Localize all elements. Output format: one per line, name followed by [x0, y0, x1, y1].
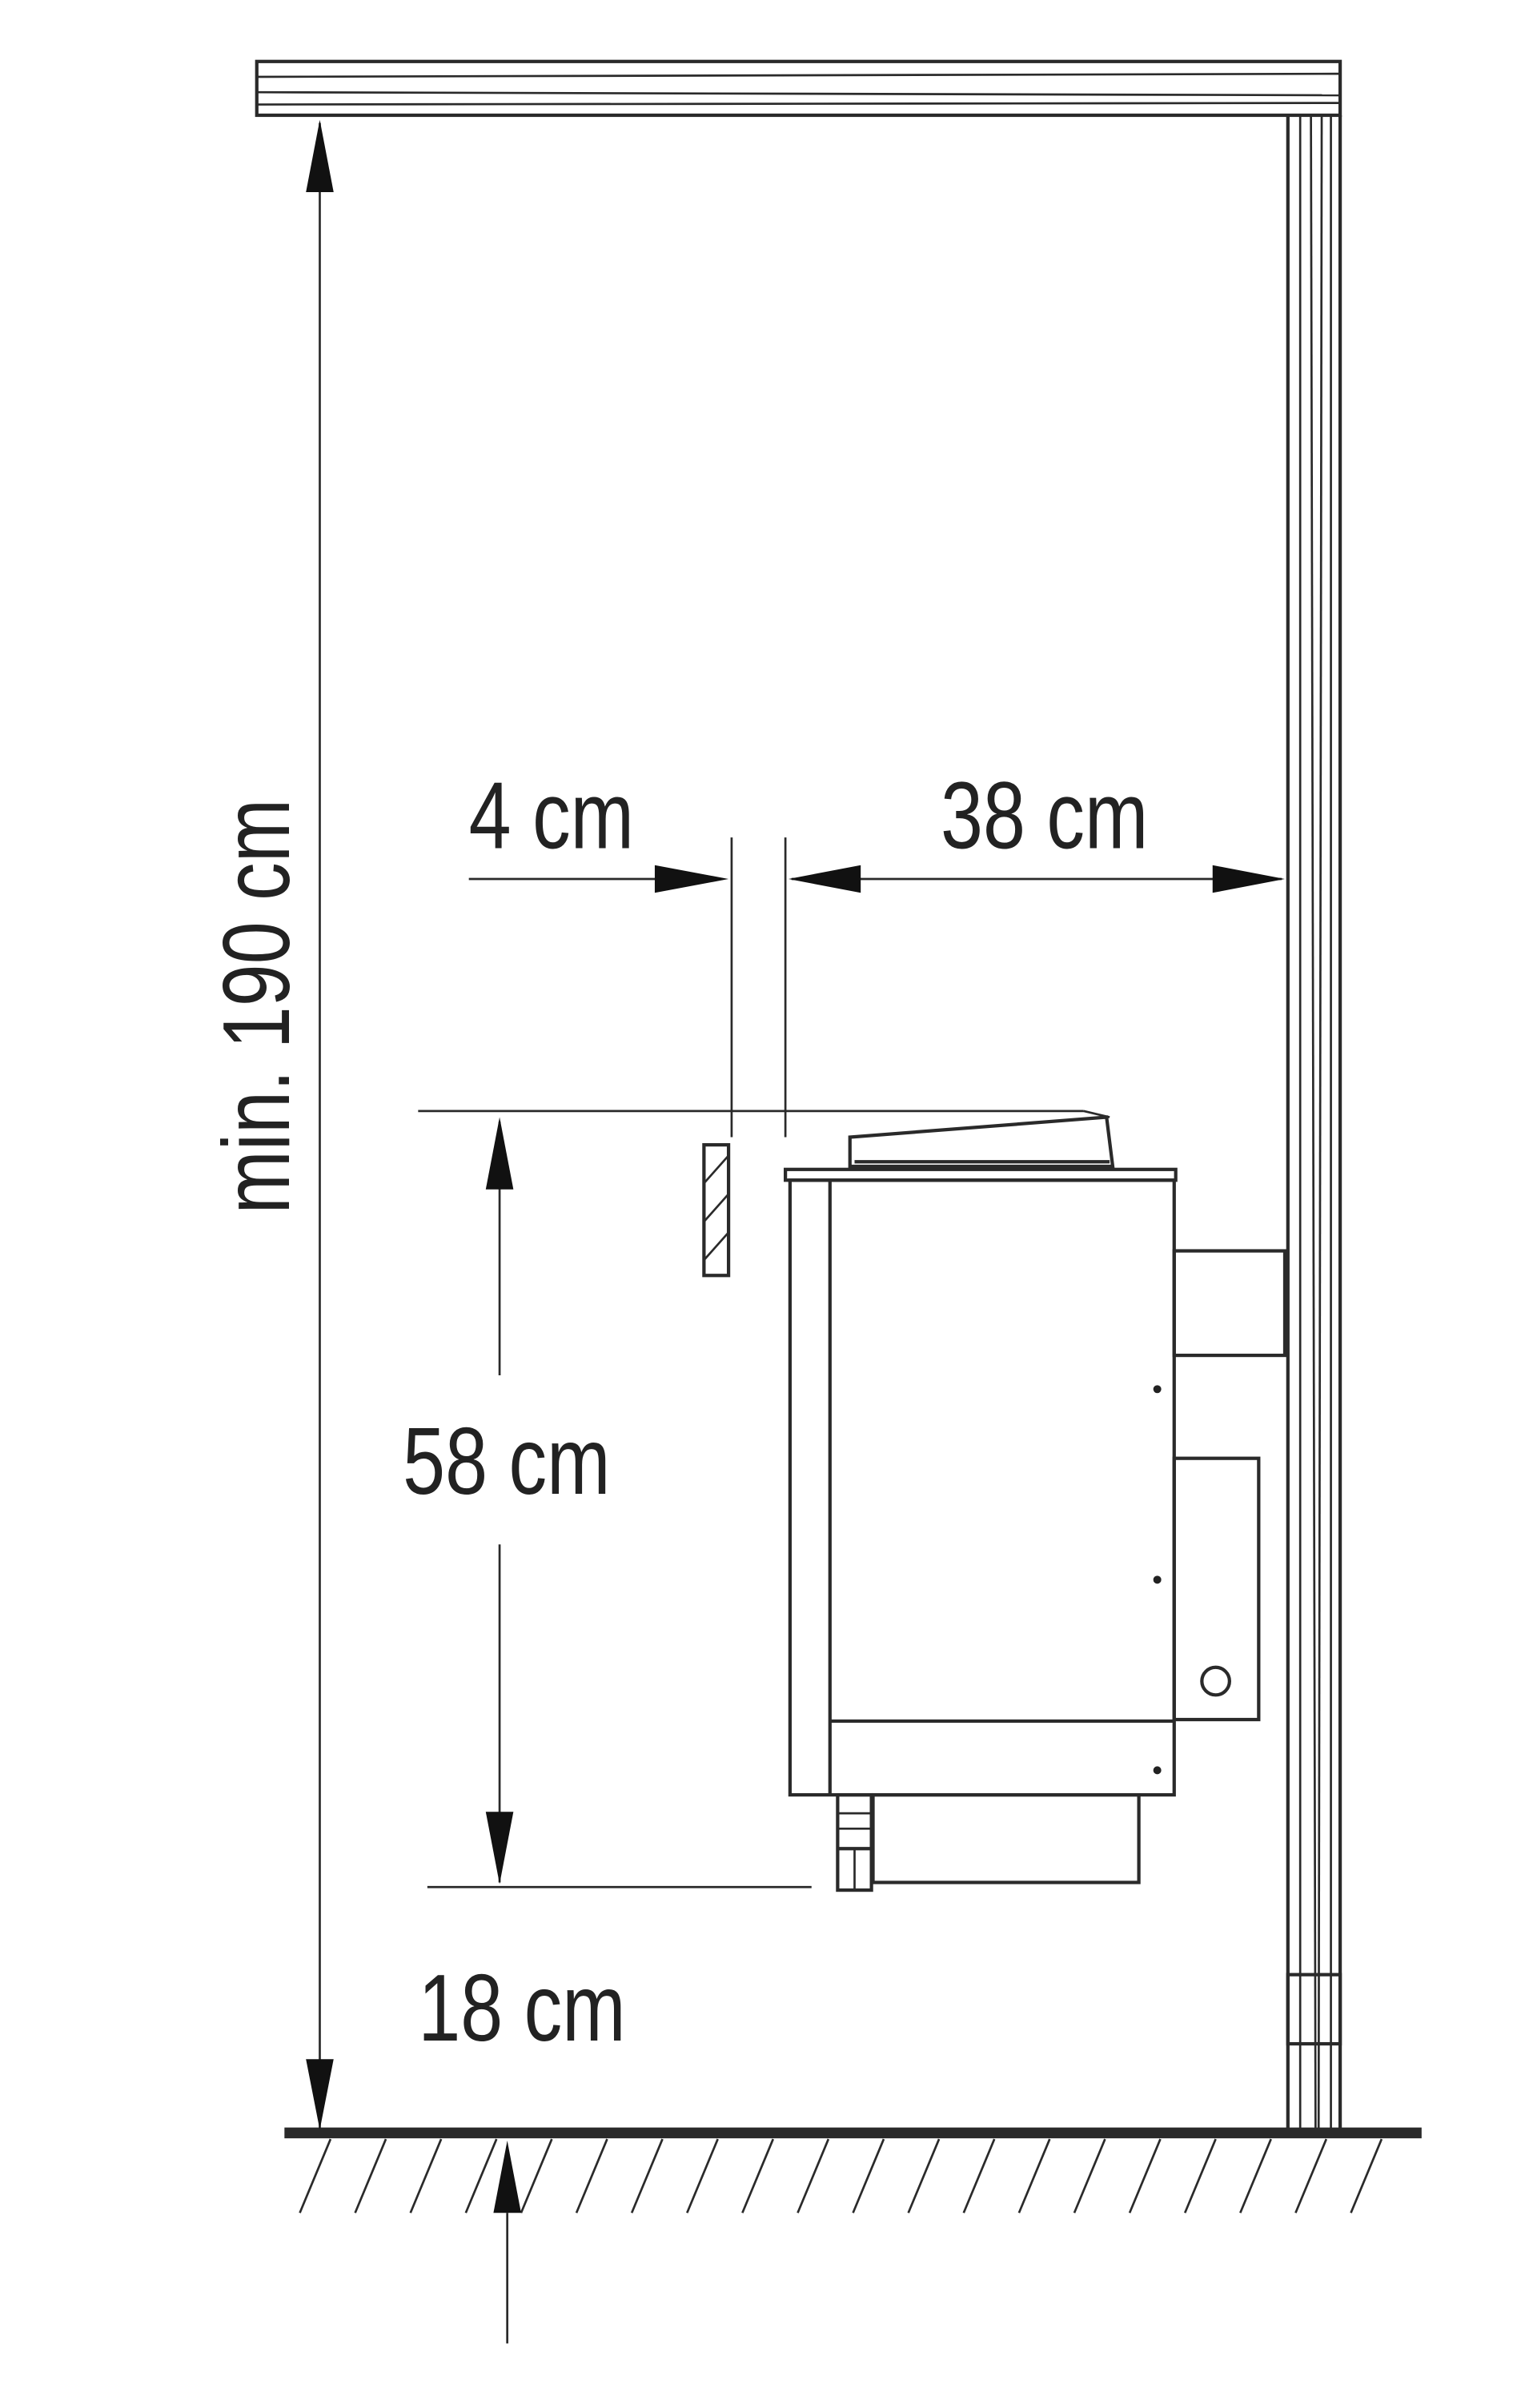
arrow-down-icon — [306, 2059, 334, 2130]
heater-base — [871, 1792, 1141, 1884]
side-clearance-label: 4 cm — [469, 761, 634, 869]
floor-hatch-line — [741, 2138, 774, 2213]
floor-hatch-line — [962, 2138, 996, 2213]
floor-hatch-line — [520, 2138, 553, 2213]
floor-hatch-line — [686, 2138, 719, 2213]
floor-clearance-label: 18 cm — [418, 1954, 625, 2061]
floor-hatch-line — [852, 2138, 885, 2213]
sauna-heater — [784, 1115, 1287, 1892]
floor-hatch-line — [1128, 2138, 1162, 2213]
floor-hatch-line — [1239, 2138, 1272, 2213]
floor-hatch-line — [630, 2138, 664, 2213]
wall-clearance-label: 38 cm — [941, 761, 1148, 869]
floor-hatch-line — [1183, 2138, 1217, 2213]
heater-height-dimension: 58 cm — [403, 1110, 1110, 1888]
arrow-down-icon — [485, 1812, 514, 1884]
guard-rail — [702, 1142, 731, 1278]
ceiling-beam — [255, 59, 1342, 118]
arrow-up-icon — [485, 1117, 514, 1190]
floor-hatch-line — [1017, 2138, 1051, 2213]
floor-hatch-line — [354, 2138, 387, 2213]
arrow-left-icon — [788, 865, 861, 893]
floor-hatch-line — [575, 2138, 608, 2213]
control-box — [1172, 1456, 1261, 1722]
floor-clearance-dimension: 18 cm — [418, 1954, 626, 2344]
arrow-right-icon — [1212, 865, 1285, 893]
arrow-up-icon — [493, 2140, 521, 2213]
clearance-dimensions: 4 cm 38 cm — [469, 761, 1285, 1138]
arrow-right-icon — [654, 865, 729, 893]
floor-hatch-line — [299, 2138, 332, 2213]
floor-hatch-line — [409, 2138, 443, 2213]
min-height-label: min. 190 cm — [203, 799, 310, 1214]
floor-hatch-line — [907, 2138, 941, 2213]
floor-hatch-line — [1350, 2138, 1383, 2213]
wall-box — [1286, 1973, 1342, 2046]
floor-hatch-line — [1294, 2138, 1328, 2213]
floor-hatch-line — [1073, 2138, 1106, 2213]
wall-bracket — [1172, 1249, 1287, 1358]
floor — [284, 2127, 1422, 2213]
arrow-up-icon — [306, 119, 334, 192]
heater-height-label: 58 cm — [403, 1407, 610, 1515]
control-knob — [1200, 1665, 1231, 1697]
floor-hatch-line — [464, 2138, 498, 2213]
side-wall — [1286, 114, 1342, 2133]
floor-hatch-line — [797, 2138, 830, 2213]
min-height-dimension: min. 190 cm — [203, 119, 334, 2130]
heater-stones — [848, 1115, 1115, 1169]
